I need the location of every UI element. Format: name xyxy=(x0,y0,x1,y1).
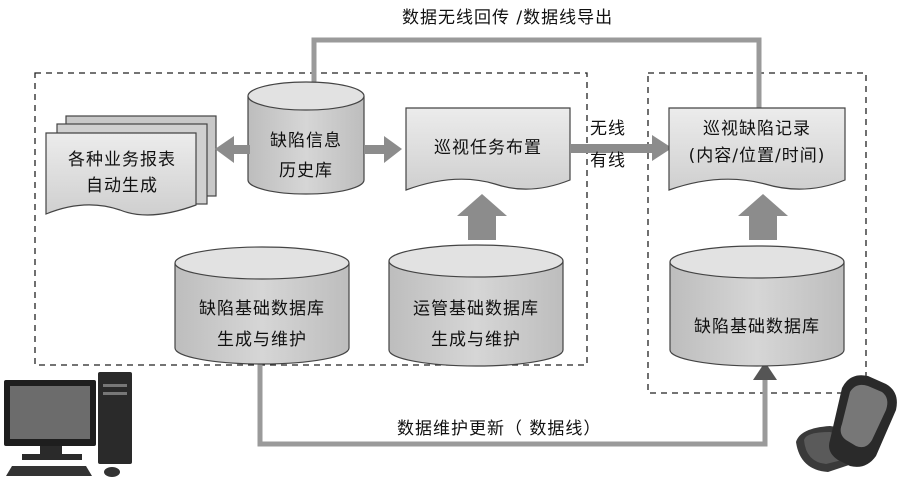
reports-document-stack xyxy=(45,115,217,216)
history-db-label-line2: 历史库 xyxy=(279,161,333,181)
reports-label-line1: 各种业务报表 xyxy=(68,150,176,170)
mobile-db-cylinder xyxy=(669,245,845,367)
desktop-computer-icon xyxy=(4,372,132,477)
bottom-maintenance-connector xyxy=(257,348,777,447)
link-label-wireless: 无线 xyxy=(590,119,626,139)
defect-base-db-label-line1: 缺陷基础数据库 xyxy=(199,299,325,319)
patrol-record-document xyxy=(668,107,846,191)
link-label-wired: 有线 xyxy=(590,151,626,171)
reports-label-line2: 自动生成 xyxy=(86,176,158,196)
mobile-db-to-record-arrow xyxy=(738,194,788,240)
top-connector-label: 数据无线回传 /数据线导出 xyxy=(402,8,614,28)
history-db-cylinder xyxy=(247,81,365,195)
ops-base-db-cylinder xyxy=(388,244,564,367)
patrol-record-label-line1: 巡视缺陷记录 xyxy=(703,119,811,139)
history-to-reports-arrow xyxy=(215,136,250,163)
ops-to-task-arrow xyxy=(457,194,507,240)
history-to-task-arrow xyxy=(365,136,402,163)
ops-base-db-label-line2: 生成与维护 xyxy=(431,330,521,350)
ops-base-db-label-line1: 运管基础数据库 xyxy=(413,299,539,319)
task-layout-document xyxy=(405,107,571,191)
task-to-record-arrow xyxy=(571,135,672,161)
defect-base-db-cylinder xyxy=(174,246,350,365)
mobile-db-label: 缺陷基础数据库 xyxy=(694,317,820,337)
task-layout-label: 巡视任务布置 xyxy=(434,138,542,158)
top-feedback-connector xyxy=(302,37,762,110)
defect-base-db-label-line2: 生成与维护 xyxy=(217,330,307,350)
patrol-record-label-line2: (内容/位置/时间) xyxy=(688,146,826,166)
bottom-connector-label: 数据维护更新（ 数据线） xyxy=(397,419,602,439)
handheld-device-icon xyxy=(796,375,897,472)
history-db-label-line1: 缺陷信息 xyxy=(270,131,342,151)
pc-system-frame xyxy=(34,72,588,366)
mobile-system-frame xyxy=(647,72,867,394)
